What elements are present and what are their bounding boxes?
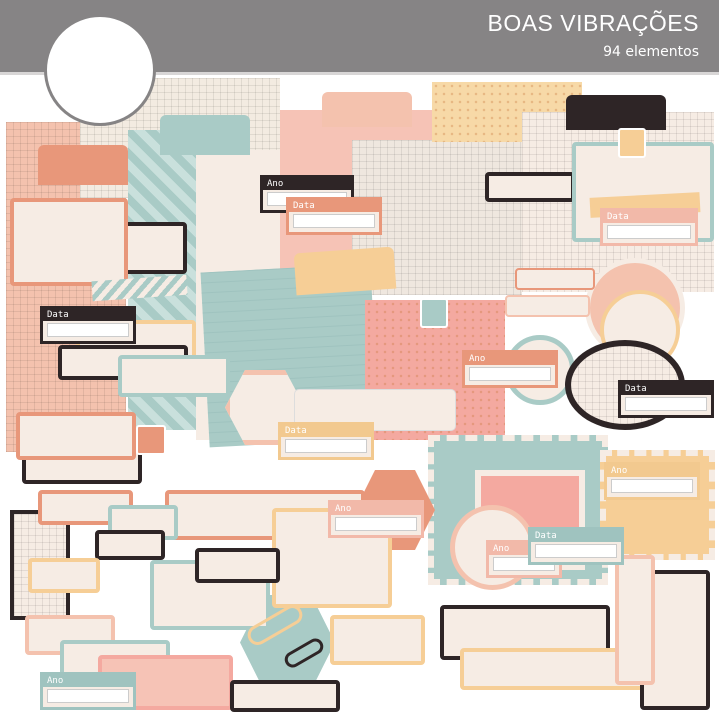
tag-field: [47, 689, 129, 703]
binder-clip-icon: [420, 298, 448, 328]
tag-title: Data: [281, 425, 371, 437]
label-cream-strip: [515, 268, 595, 290]
tab-teal: [160, 115, 250, 155]
label-black-6: [95, 530, 165, 560]
tag-title: Ano: [263, 178, 351, 190]
tag-field: [293, 214, 375, 228]
binder-clip-icon: [618, 128, 646, 158]
tag-title: Data: [43, 309, 133, 321]
label-black-2: [485, 172, 575, 202]
tab-black: [566, 95, 666, 130]
tag-data: Data: [600, 208, 698, 246]
label-peach: [10, 198, 128, 286]
tag-field: [607, 225, 691, 239]
tag-field: [47, 323, 129, 337]
tag-data: Data: [278, 422, 374, 460]
tag-ano: Ano: [486, 540, 562, 578]
tag-title: Ano: [331, 503, 421, 515]
tag-field: [469, 367, 551, 381]
tab-yellow: [293, 246, 397, 296]
label-black-7: [230, 680, 340, 712]
label-black-5: [195, 548, 280, 583]
kit-title: BOAS VIBRAÇÕES: [487, 10, 699, 36]
tag-field: [611, 479, 693, 493]
tag-title: Data: [531, 530, 621, 542]
label-yellow-mid: [330, 615, 425, 665]
element-count: 94 elementos: [603, 44, 699, 60]
tag-title: Data: [289, 200, 379, 212]
label-peach-3: [16, 412, 136, 460]
tab-peach: [38, 145, 128, 185]
label-yellow: [28, 558, 100, 593]
tag-title: Ano: [43, 675, 133, 687]
label-teal-2: [118, 355, 230, 397]
tag-title: Data: [603, 211, 695, 223]
label-cream-strip-2: [505, 295, 590, 317]
tag-ano: Ano: [40, 672, 136, 710]
tag-ano: Ano: [328, 500, 424, 538]
tag-field: [535, 544, 617, 558]
tag-ano: Ano: [462, 350, 558, 388]
tag-field: [285, 439, 367, 453]
logo-circle: [44, 14, 156, 126]
tag-field: [335, 517, 417, 531]
tag-title: Data: [621, 383, 711, 395]
tag-title: Ano: [465, 353, 555, 365]
tag-ano: Ano: [604, 462, 700, 500]
tag-field: [625, 397, 707, 411]
tab-pink: [322, 92, 412, 127]
tag-title: Ano: [607, 465, 697, 477]
tag-data: Data: [40, 306, 136, 344]
tag-data: Data: [528, 527, 624, 565]
tag-data: Data: [618, 380, 714, 418]
binder-clip-icon: [136, 425, 166, 455]
label-peach-right: [615, 555, 655, 685]
tag-data: Data: [286, 197, 382, 235]
